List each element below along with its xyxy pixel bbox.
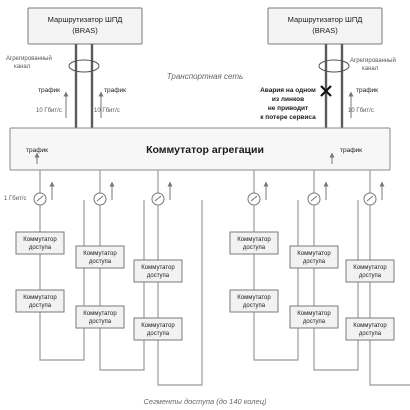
access-switch-sublabel: доступа <box>243 303 266 309</box>
aggregation-switch: Коммутатор агрегации трафик трафик <box>9 127 391 171</box>
router-right-name: Маршрутизатор ШПД <box>288 15 363 24</box>
access-switch-sublabel: доступа <box>303 319 326 325</box>
access-switch-label: Коммутатор <box>353 323 387 329</box>
uplinks-right <box>318 44 354 128</box>
traffic-label-right: трафик <box>356 87 378 94</box>
gauge-needle <box>310 195 318 202</box>
gauge-needle <box>366 195 374 202</box>
access-switch-label: Коммутатор <box>141 323 175 329</box>
access-switch: Коммутатор доступа <box>229 289 279 313</box>
access-segments-caption: Сегменты доступа (до 140 колец) <box>143 397 267 406</box>
speed-right: 10 Гбит/с <box>348 108 374 114</box>
ring-return-path <box>369 340 410 386</box>
failure-note-line4: к потере сервиса <box>260 114 316 121</box>
access-switch-label: Коммутатор <box>297 311 331 317</box>
ring-return-path <box>313 200 359 371</box>
access-switch-sublabel: доступа <box>359 331 382 337</box>
failure-note-line2: из линков <box>272 96 304 103</box>
access-switch: Коммутатор доступа <box>289 245 339 269</box>
traffic-label-left-a: трафик <box>38 87 60 94</box>
aggregation-ellipse-left <box>68 59 100 73</box>
access-switch: Коммутатор доступа <box>289 305 339 329</box>
access-switch-label: Коммутатор <box>297 251 331 257</box>
traffic-label-left-b: трафик <box>104 87 126 94</box>
access-switch-label: Коммутатор <box>141 265 175 271</box>
uplinks-left <box>63 44 104 128</box>
access-switch: Коммутатор доступа <box>345 317 395 341</box>
ring-connections <box>33 170 410 386</box>
aggregated-channel-left-line1: Агрегированный <box>6 55 52 62</box>
failure-note-line1: Авария на одном <box>260 87 316 94</box>
access-switch-label: Коммутатор <box>237 295 271 301</box>
access-switch: Коммутатор доступа <box>133 259 183 283</box>
access-switch: Коммутатор доступа <box>75 245 125 269</box>
ring-return-path <box>253 200 299 361</box>
router-left-sub: (BRAS) <box>72 26 98 35</box>
access-switch-label: Коммутатор <box>353 265 387 271</box>
access-switch-label: Коммутатор <box>23 295 57 301</box>
access-switch-sublabel: доступа <box>359 273 382 279</box>
access-switch-label: Коммутатор <box>83 311 117 317</box>
agg-traffic-label-left: трафик <box>26 147 48 154</box>
access-switch: Коммутатор доступа <box>75 305 125 329</box>
access-switch-sublabel: доступа <box>243 245 266 251</box>
router-right: Маршрутизатор ШПД (BRAS) <box>267 7 383 45</box>
ring-return-path <box>39 200 85 361</box>
access-switch-sublabel: доступа <box>89 319 112 325</box>
gauge-needle <box>36 195 44 202</box>
gauge-needle <box>250 195 258 202</box>
access-switches: Коммутатор доступа Коммутатор доступа Ко… <box>15 231 395 341</box>
gauge-needle <box>154 195 162 202</box>
ring-return-path <box>157 200 203 386</box>
access-switch-label: Коммутатор <box>83 251 117 257</box>
access-switch-sublabel: доступа <box>147 331 170 337</box>
speed-1g-label: 1 Гбит/с <box>4 196 26 202</box>
access-switch: Коммутатор доступа <box>345 259 395 283</box>
aggregated-channel-right-line2: канал <box>362 66 379 72</box>
aggregated-channel-left-line2: канал <box>14 64 31 70</box>
aggregation-switch-label: Коммутатор агрегации <box>146 144 264 156</box>
router-left-name: Маршрутизатор ШПД <box>48 15 123 24</box>
access-switch-sublabel: доступа <box>89 259 112 265</box>
aggregation-ellipse-right <box>318 59 350 73</box>
aggregated-channel-right-line1: Агрегированный <box>350 57 396 64</box>
link-failure-x-icon <box>320 85 332 97</box>
access-switch: Коммутатор доступа <box>229 231 279 255</box>
gauge-needle <box>96 195 104 202</box>
access-switch-label: Коммутатор <box>23 237 57 243</box>
failure-note: Авария на одном из линков не приводит к … <box>260 87 316 121</box>
agg-traffic-label-right: трафик <box>340 147 362 154</box>
access-switch-sublabel: доступа <box>29 245 52 251</box>
access-switch-sublabel: доступа <box>303 259 326 265</box>
access-switch: Коммутатор доступа <box>15 289 65 313</box>
router-right-sub: (BRAS) <box>312 26 338 35</box>
access-switch: Коммутатор доступа <box>15 231 65 255</box>
router-left: Маршрутизатор ШПД (BRAS) <box>27 7 143 45</box>
access-switch-sublabel: доступа <box>29 303 52 309</box>
ring-return-path <box>99 200 145 371</box>
access-switch: Коммутатор доступа <box>133 317 183 341</box>
access-switch-sublabel: доступа <box>147 273 170 279</box>
access-switch-label: Коммутатор <box>237 237 271 243</box>
speed-left-a: 10 Гбит/с <box>36 108 62 114</box>
speed-left-b: 10 Гбит/с <box>94 108 120 114</box>
transport-network-label: Транспортная сеть <box>167 72 243 81</box>
failure-note-line3: не приводит <box>268 105 308 112</box>
